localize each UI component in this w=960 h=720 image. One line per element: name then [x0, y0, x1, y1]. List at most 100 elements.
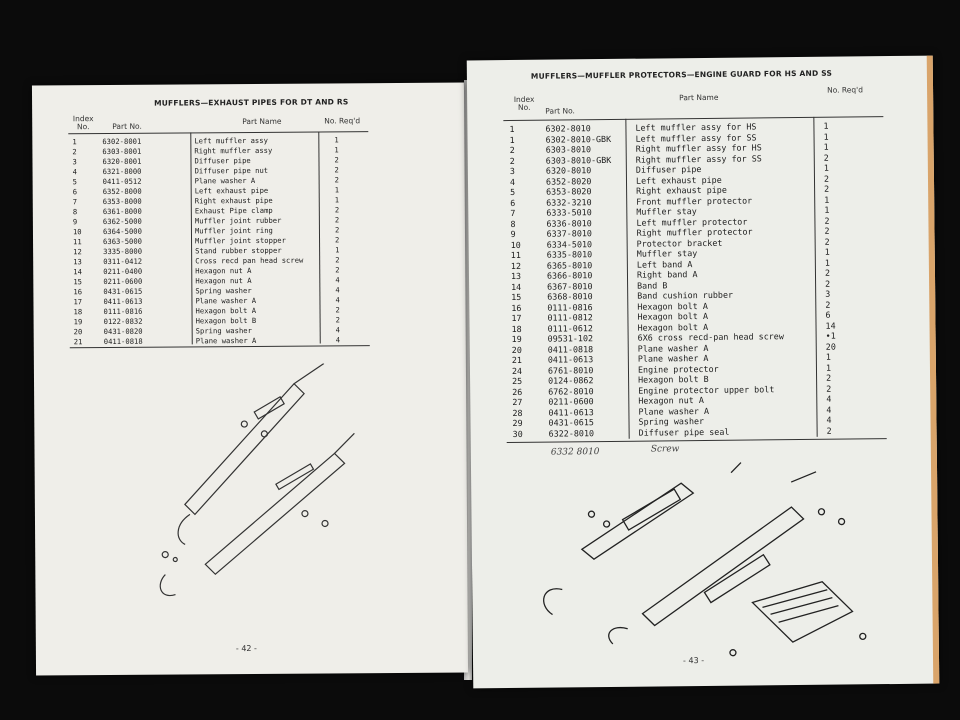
- row-part-no: 0411-0818: [547, 343, 594, 355]
- row-index: 9: [510, 228, 516, 240]
- row-part-name: Left exhaust pipe: [194, 185, 269, 196]
- row-part-no: 6362-5000: [102, 216, 142, 227]
- row-index: 9: [72, 217, 78, 227]
- row-part-no: 6361-8000: [102, 206, 142, 217]
- row-qty: 1: [334, 135, 339, 145]
- row-part-no: 0211-0400: [103, 266, 143, 277]
- row-part-no: 0111-0612: [547, 322, 593, 334]
- header-rule: [68, 131, 369, 135]
- row-index: 10: [72, 227, 82, 237]
- row-part-no: 6335-8010: [546, 249, 593, 260]
- row-index: 21: [511, 354, 523, 366]
- row-qty: 2: [335, 265, 340, 275]
- row-index: 29: [512, 417, 523, 428]
- row-part-no: 0211-0600: [548, 396, 594, 407]
- row-part-no: 0122-0832: [103, 316, 143, 327]
- row-part-name: Left band A: [636, 258, 693, 270]
- row-index: 6: [72, 187, 78, 197]
- row-qty: 2: [826, 383, 832, 394]
- row-part-name: Hexagon bolt A: [637, 310, 709, 322]
- row-part-name: Cross recd pan head screw: [195, 255, 304, 266]
- row-index: 1: [509, 134, 515, 145]
- row-part-name: Diffuser pipe nut: [194, 165, 269, 176]
- row-part-name: Muffler stay: [636, 206, 697, 217]
- row-qty: 1: [825, 362, 832, 373]
- row-part-no: 0411-0818: [103, 336, 143, 347]
- col-header-qty: No. Req'd: [324, 116, 361, 126]
- row-part-name: Hexagon nut A: [638, 394, 704, 406]
- row-part-name: Protector bracket: [636, 237, 723, 249]
- row-qty: 4: [335, 275, 340, 285]
- row-part-no: 6321-8000: [102, 166, 142, 177]
- row-qty: 1: [334, 195, 340, 205]
- row-index: 13: [73, 257, 82, 267]
- row-index: 11: [73, 237, 82, 247]
- row-index: 16: [511, 302, 522, 313]
- row-part-no: 6365-8010: [546, 259, 593, 271]
- row-qty: 2: [823, 173, 830, 184]
- row-part-name: Diffuser pipe: [194, 155, 251, 166]
- row-part-no: 0411-0613: [103, 296, 143, 307]
- row-index: 11: [510, 249, 521, 261]
- row-part-no: 6366-8010: [546, 270, 593, 281]
- row-part-no: 6352-8000: [102, 186, 142, 197]
- row-part-name: Plane washer A: [194, 175, 256, 186]
- row-part-name: Hexagon bolt B: [638, 373, 709, 385]
- row-part-name: Diffuser pipe seal: [638, 426, 730, 438]
- row-part-name: Band B: [637, 279, 668, 291]
- row-qty: 2: [826, 425, 832, 436]
- row-part-no: 0411-0613: [547, 354, 594, 365]
- row-qty: 2: [823, 152, 829, 163]
- row-part-no: 0311-0412: [103, 256, 143, 267]
- row-part-name: Right exhaust pipe: [194, 195, 273, 206]
- row-qty: 2: [335, 255, 340, 265]
- row-part-no: 0111-0816: [547, 301, 593, 313]
- row-index: 2: [509, 155, 515, 166]
- row-index: 12: [73, 247, 82, 257]
- row-part-name: Right muffler assy: [194, 145, 273, 156]
- row-part-no: 6303-8001: [102, 146, 142, 157]
- row-part-no: 0431-0820: [103, 326, 143, 337]
- row-qty: 2: [825, 278, 831, 289]
- row-part-name: Left muffler protector: [636, 216, 748, 228]
- row-part-name: Spring washer: [195, 325, 252, 336]
- row-part-no: 6363-5000: [103, 236, 143, 247]
- row-qty: 1: [335, 245, 340, 255]
- row-index: 18: [511, 323, 522, 334]
- row-part-name: Hexagon nut A: [195, 275, 252, 286]
- row-part-name: Spring washer: [638, 415, 705, 427]
- row-part-name: Engine protector upper bolt: [638, 383, 775, 396]
- page-title: MUFFLERS—EXHAUST PIPES FOR DT AND RS: [154, 97, 349, 108]
- row-qty: 1: [334, 185, 340, 195]
- row-qty: 4: [335, 285, 340, 295]
- row-qty: 2: [334, 225, 340, 235]
- row-index: 19: [73, 317, 83, 327]
- row-part-no: 6303-8010-GBK: [545, 154, 612, 166]
- row-index: 8: [510, 218, 516, 229]
- row-part-no: 6353-8000: [102, 196, 142, 207]
- row-part-name: Left muffler assy for HS: [635, 121, 757, 133]
- book-spine: [464, 80, 472, 680]
- page-title: MUFFLERS—MUFFLER PROTECTORS—ENGINE GUARD…: [530, 68, 833, 81]
- row-qty: 2: [824, 267, 831, 278]
- row-part-name: Hexagon bolt A: [195, 305, 257, 316]
- row-qty: 1: [824, 257, 830, 268]
- row-qty: 4: [335, 325, 341, 335]
- row-qty: 2: [334, 235, 340, 245]
- row-part-no: 6334-5010: [546, 238, 593, 250]
- row-index: 13: [510, 270, 522, 282]
- exploded-parts-diagram: [159, 363, 355, 597]
- row-part-name: Muffler joint ring: [194, 225, 273, 236]
- row-part-no: 6320-8010: [545, 165, 592, 176]
- row-part-name: Right band A: [636, 269, 698, 280]
- table-bottom-rule: [506, 438, 887, 444]
- row-index: 24: [511, 365, 523, 376]
- row-part-name: Plane washer A: [195, 335, 257, 346]
- row-part-name: Plane washer A: [195, 295, 257, 306]
- row-qty: 1: [824, 194, 830, 205]
- row-part-name: Muffler joint rubber: [194, 215, 282, 226]
- row-index: 1: [509, 123, 515, 135]
- row-part-no: 6320-8001: [102, 156, 142, 167]
- row-index: 8: [72, 207, 78, 217]
- row-part-name: Right exhaust pipe: [636, 184, 727, 196]
